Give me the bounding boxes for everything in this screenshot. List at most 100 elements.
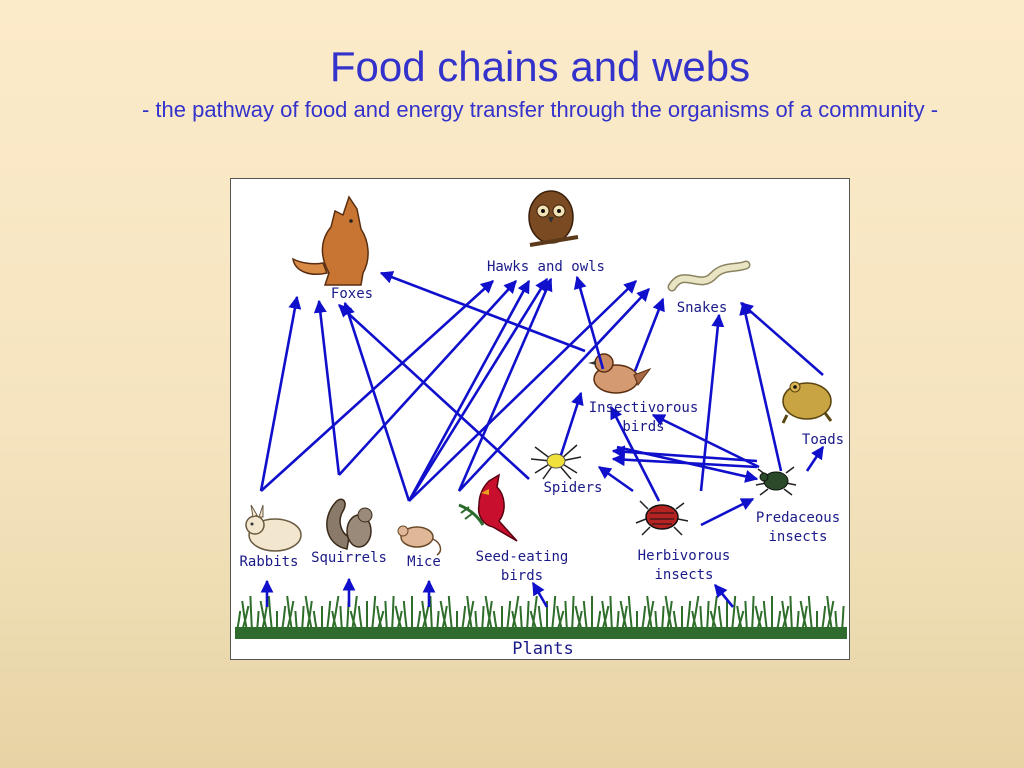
arrow-6 <box>407 279 531 502</box>
grass-blade <box>551 595 557 632</box>
grass-blade <box>429 595 433 632</box>
grass-blade <box>492 610 498 632</box>
arrow-8 <box>457 277 553 492</box>
grass-blade <box>736 605 743 632</box>
label-foxes: Foxes <box>330 286 374 302</box>
grass-blade <box>349 610 358 632</box>
grass-blade <box>646 595 653 632</box>
food-web-diagram: Foxes Hawks and owls Snakes Insectivorou… <box>230 178 850 660</box>
arrow-24 <box>700 497 755 527</box>
grass-blade <box>351 595 358 632</box>
food-web-graphics <box>235 190 847 639</box>
label-rabbits: Rabbits <box>239 554 299 570</box>
arrow-19 <box>651 413 760 469</box>
grass-blade <box>484 595 493 632</box>
grass-blade <box>744 600 748 632</box>
grass-blade <box>789 595 793 632</box>
grass-blade <box>249 595 253 632</box>
grass-blade <box>326 600 332 632</box>
grass-blade <box>691 595 700 632</box>
grass-blade <box>447 595 453 632</box>
grass-blade <box>466 595 473 632</box>
arrow-29 <box>531 581 549 608</box>
label-insectivorous-birds: Insectivorous birds <box>588 400 699 435</box>
grass-blade <box>481 605 485 632</box>
grass-blade <box>834 610 838 632</box>
arrow-0 <box>259 295 302 492</box>
grass-blade <box>821 605 827 632</box>
grass-blade <box>416 610 422 632</box>
grass-blade <box>384 600 388 632</box>
grass-blade <box>371 595 377 632</box>
grass-blade <box>339 605 343 632</box>
insectivorous-bird-icon <box>588 353 652 394</box>
grass-blade <box>641 605 647 632</box>
grass-blade <box>394 605 403 632</box>
grass-blade <box>686 600 692 632</box>
label-hawks-and-owls: Hawks and owls <box>486 259 605 275</box>
arrow-30 <box>713 583 735 608</box>
grass-blade <box>731 595 737 632</box>
owl-icon <box>528 190 579 247</box>
arrow-15 <box>739 301 783 472</box>
grass-blade <box>531 595 538 632</box>
arrow-5 <box>338 280 517 476</box>
grass-blade <box>556 605 563 632</box>
grass-blade <box>312 610 318 632</box>
arrow-1 <box>313 299 341 476</box>
grass-blade <box>281 605 287 632</box>
food-web-arrows <box>259 271 825 608</box>
arrow-22 <box>616 445 759 483</box>
arrow-23 <box>597 465 634 493</box>
grass-blade <box>754 605 763 632</box>
grass-blade <box>627 595 633 632</box>
mouse-icon <box>397 525 442 556</box>
grass-blade <box>526 600 530 632</box>
label-squirrels: Squirrels <box>311 550 387 566</box>
grass-blade <box>331 595 340 632</box>
grass-blade <box>596 610 602 632</box>
grass-blade <box>294 610 298 632</box>
arrow-11 <box>458 288 650 492</box>
label-snakes: Snakes <box>676 300 728 316</box>
grass-blade <box>256 610 260 632</box>
grass-blade <box>751 595 755 632</box>
squirrel-icon <box>326 498 373 550</box>
label-mice: Mice <box>407 554 441 570</box>
arrow-7 <box>407 277 549 502</box>
label-plants: Plants <box>512 639 574 659</box>
arrow-10 <box>408 280 637 502</box>
grass-blade <box>616 610 620 632</box>
grass-blade <box>286 595 293 632</box>
grass-blade <box>376 605 383 632</box>
arrow-14 <box>699 313 725 492</box>
grass-illustration <box>235 595 847 639</box>
slide-subtitle: - the pathway of food and energy transfe… <box>141 97 939 122</box>
grass-blade <box>506 600 512 632</box>
arrow-25 <box>805 445 825 472</box>
cardinal-bird-icon <box>458 473 518 542</box>
grass-blade <box>301 605 305 632</box>
grass-blade <box>304 595 313 632</box>
grass-blade <box>421 600 428 632</box>
grass-blade <box>461 605 467 632</box>
grass-blade <box>711 595 718 632</box>
grass-blade <box>706 600 710 632</box>
grass-blade <box>609 595 613 632</box>
grass-blade <box>529 610 538 632</box>
label-predaceous-insects: Predaceous insects <box>755 510 841 545</box>
grass-blade <box>574 605 583 632</box>
grass-blade <box>807 595 813 632</box>
arrow-16 <box>740 302 824 376</box>
label-seed-eating-birds: Seed-eating birds <box>475 549 569 584</box>
grass-blade <box>691 610 698 632</box>
grass-blade <box>841 605 845 632</box>
snake-icon <box>667 260 751 292</box>
grass-blade <box>762 600 768 632</box>
arrow-13 <box>633 297 665 372</box>
grass-blade <box>664 595 673 632</box>
toad-icon <box>781 381 833 424</box>
grass-blade <box>236 610 242 632</box>
arrow-2 <box>342 301 411 502</box>
fox-icon <box>292 195 369 286</box>
